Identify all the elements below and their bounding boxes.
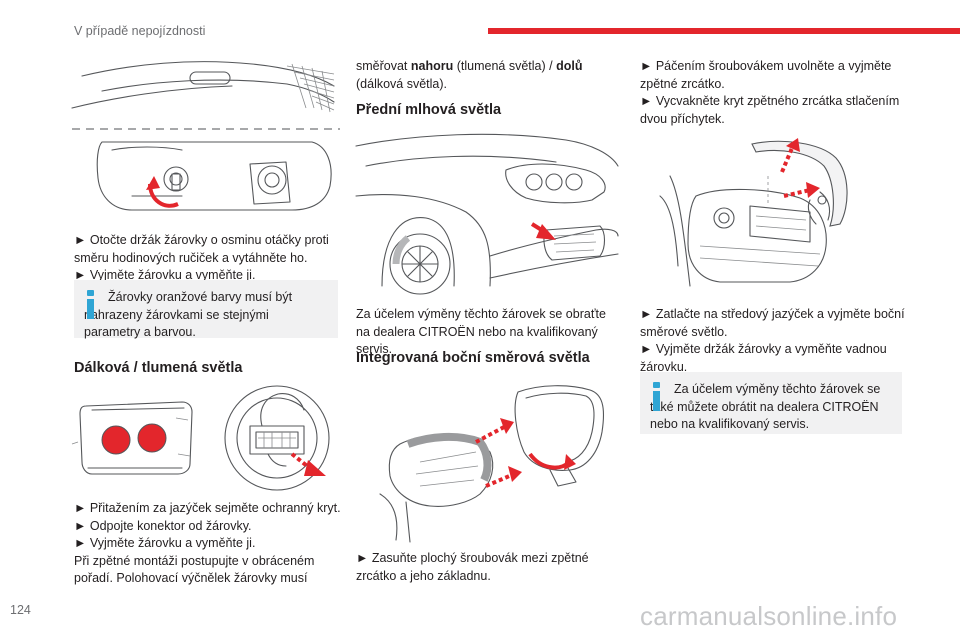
section-title: V případě nepojízdnosti bbox=[74, 24, 206, 38]
page-number: 124 bbox=[10, 603, 31, 617]
text: (dálková světla). bbox=[356, 76, 448, 91]
step-text: ► Přitažením za jazýček sejměte ochranný… bbox=[74, 501, 341, 515]
info-box: Žárovky oranžové barvy musí být nahrazen… bbox=[74, 280, 338, 339]
step-text: ► Odpojte konektor od žárovky. bbox=[74, 518, 252, 533]
step-text: ► Otočte držák žárovky o osminu otáčky p… bbox=[74, 233, 329, 265]
info-icon bbox=[85, 290, 96, 320]
col2-para: Za účelem výměny těchto žárovek se obrať… bbox=[356, 307, 606, 356]
section-heading: Dálková / tlumená světla bbox=[74, 360, 243, 376]
col3-steps-1: ► Páčením šroubovákem uvolněte a vyjměte… bbox=[640, 58, 906, 128]
info-box: Za účelem výměny těchto žárovek se také … bbox=[640, 372, 902, 434]
step-text: ► Vyjměte žárovku a vyměňte ji. bbox=[74, 268, 256, 282]
text-bold: dolů bbox=[556, 59, 583, 73]
step-text: Při zpětné montáži postupujte v obrácené… bbox=[74, 553, 315, 586]
col1-steps-2: ► Přitažením za jazýček sejměte ochranný… bbox=[74, 500, 344, 588]
watermark: carmanualsonline.info bbox=[640, 601, 898, 631]
step-text: ► Zatlačte na středový jazýček a vyjměte… bbox=[640, 307, 905, 339]
col2-continuation: směřovat nahoru (tlumená světla) / dolů … bbox=[356, 58, 618, 93]
step-text: ► Páčením šroubovákem uvolněte a vyjměte… bbox=[640, 59, 892, 91]
main-beam-illustration bbox=[71, 385, 330, 491]
col1-steps-1: ► Otočte držák žárovky o osminu otáčky p… bbox=[74, 232, 342, 285]
text: (tlumená světla) / bbox=[453, 59, 557, 73]
section-heading: Přední mlhová světla bbox=[356, 102, 502, 118]
info-icon bbox=[651, 382, 662, 412]
mirror-illustration bbox=[379, 385, 605, 543]
col2-steps: ► Zasuňte plochý šroubovák mezi zpětné z… bbox=[356, 550, 622, 585]
info-text: Žárovky oranžové barvy musí být nahrazen… bbox=[84, 290, 293, 339]
step-text: ► Vyjměte žárovku a vyměňte ji. bbox=[74, 536, 256, 550]
step-text: ► Vycvakněte kryt zpětného zrcátka stlač… bbox=[640, 94, 900, 126]
mirror-cover-illustration bbox=[659, 138, 848, 287]
headlamp-bulb-holder-illustration bbox=[71, 61, 340, 211]
text: směřovat bbox=[356, 59, 411, 73]
info-text: Za účelem výměny těchto žárovek se také … bbox=[650, 382, 881, 431]
fog-lamp-illustration bbox=[355, 133, 619, 295]
section-heading: Integrovaná boční směrová světla bbox=[356, 350, 590, 366]
col3-steps-2: ► Zatlačte na středový jazýček a vyjměte… bbox=[640, 306, 906, 376]
header-accent-bar bbox=[488, 28, 960, 34]
step-text: ► Zasuňte plochý šroubovák mezi zpětné z… bbox=[356, 551, 589, 583]
step-text: ► Vyjměte držák žárovky a vyměňte vadnou… bbox=[640, 342, 887, 374]
text-bold: nahoru bbox=[410, 59, 454, 73]
